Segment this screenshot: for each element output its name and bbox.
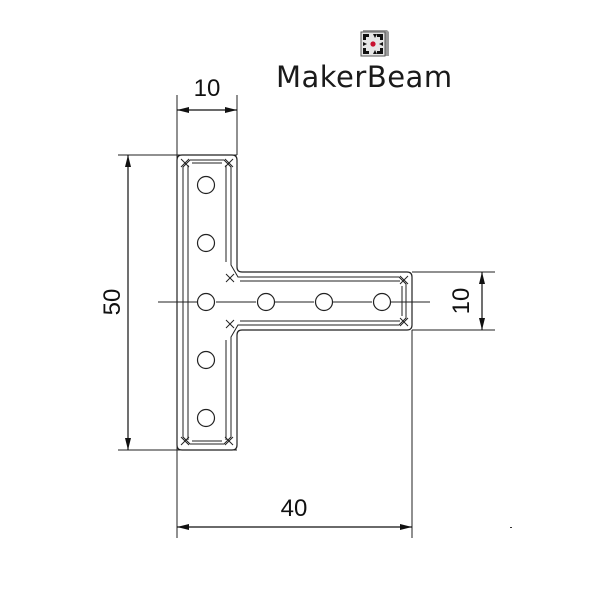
bracket-outline (176, 154, 413, 451)
hole (196, 292, 216, 312)
extension-lines (118, 95, 495, 538)
bracket-inner-outline (182, 159, 407, 445)
hole (196, 350, 216, 370)
makerbeam-logo-icon (359, 28, 391, 58)
bracket-inner-outline-2 (187, 162, 403, 442)
hole (314, 292, 334, 312)
corner-marks (180, 158, 409, 446)
stray-mark (510, 527, 512, 528)
mounting-holes (196, 175, 392, 428)
dim-height-label: 50 (99, 289, 126, 316)
dimension-lines (125, 107, 485, 530)
hole (196, 408, 216, 428)
dim-total-width-label: 40 (281, 495, 308, 522)
hole (256, 292, 276, 312)
dim-top-width-label: 10 (194, 75, 221, 102)
hole (196, 175, 216, 195)
hole (196, 233, 216, 253)
brand-name: MakerBeam (276, 60, 453, 94)
hole (372, 292, 392, 312)
dim-arm-height-label: 10 (448, 288, 475, 315)
